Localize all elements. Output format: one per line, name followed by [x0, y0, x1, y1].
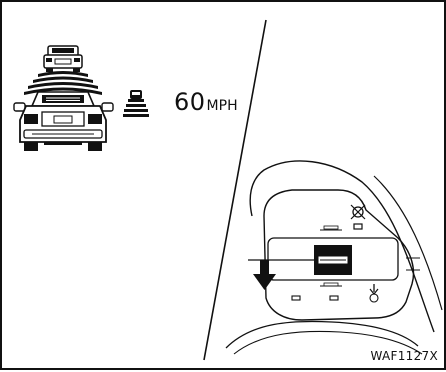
steering-wheel-switch-icon — [226, 161, 442, 354]
lead-vehicle-icon — [44, 46, 82, 72]
vehicles-illustration — [14, 46, 113, 151]
down-arrow-icon — [253, 260, 276, 290]
set-speed-unit: MPH — [207, 98, 238, 114]
own-vehicle-icon — [14, 92, 113, 151]
set-speed-readout: 60MPH — [174, 90, 238, 114]
set-speed-value: 60 — [174, 88, 206, 116]
vehicle-ahead-icon — [123, 90, 149, 117]
panel-divider — [204, 20, 266, 360]
figure-code: WAF1127X — [371, 349, 438, 363]
